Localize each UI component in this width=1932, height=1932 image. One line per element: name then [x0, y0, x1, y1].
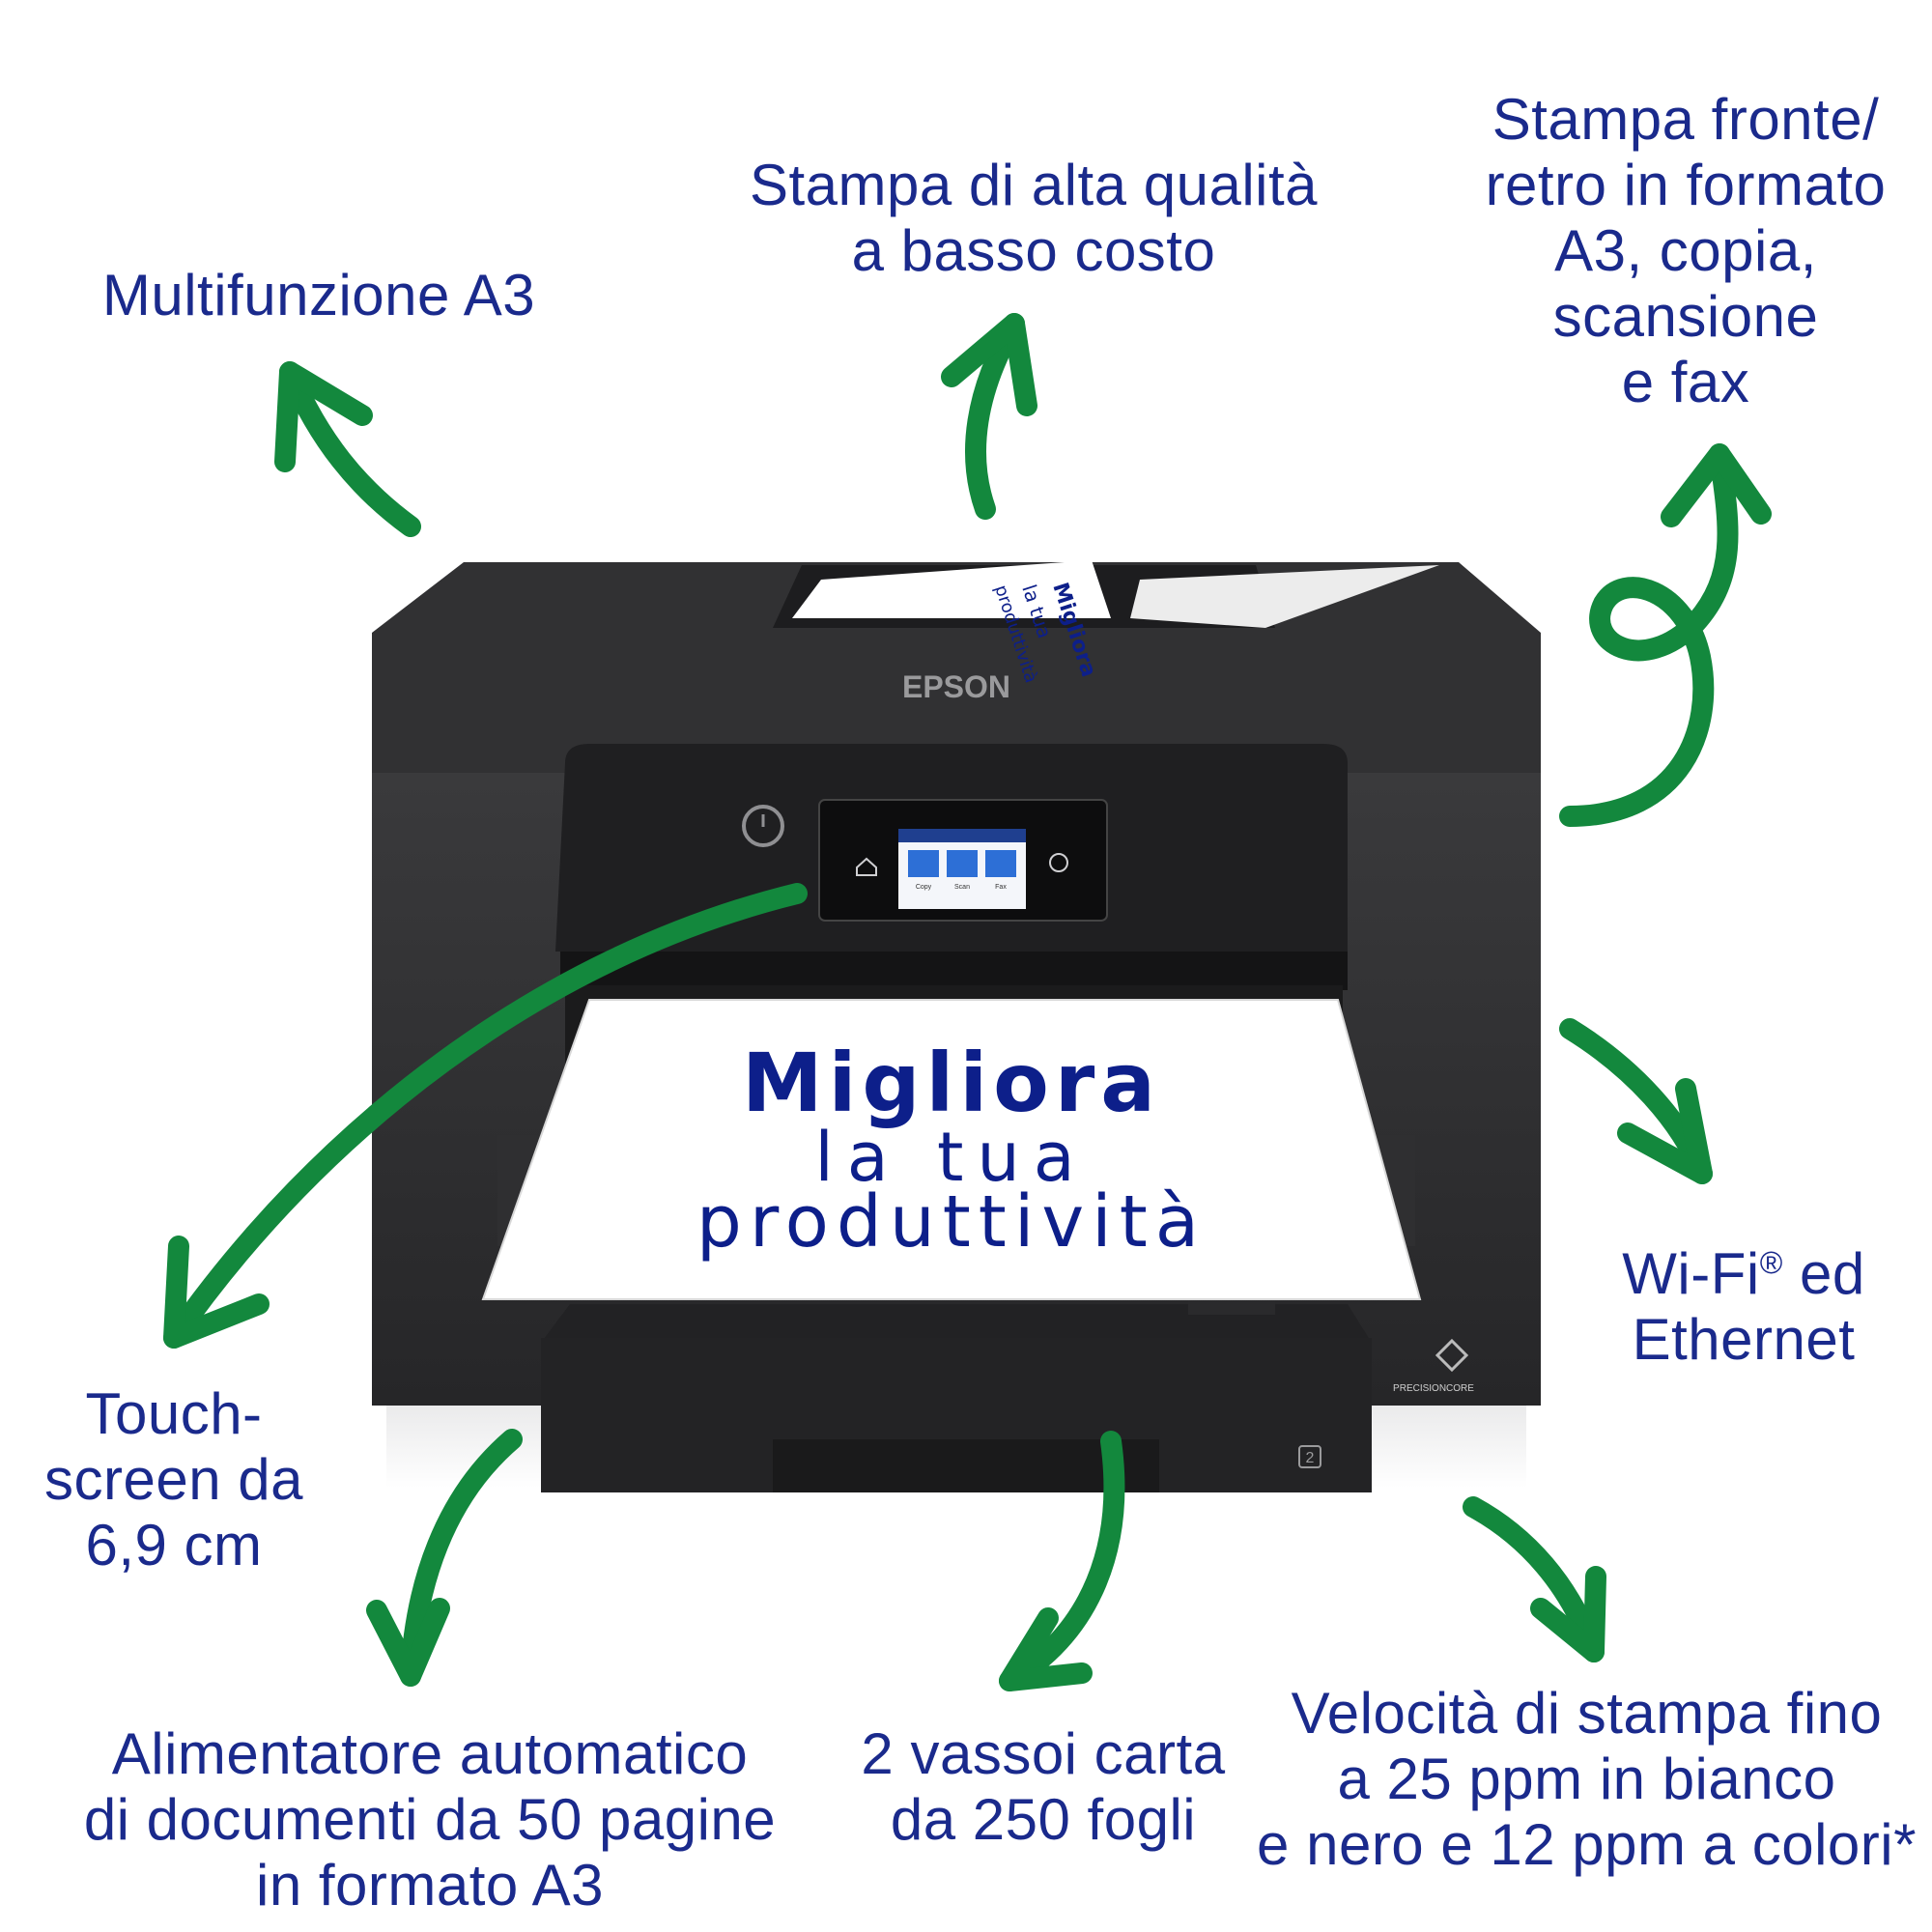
callout-fronte-retro-line-2: retro in formato [1485, 153, 1887, 217]
callout-touchscreen-line-2: screen da [44, 1447, 303, 1512]
sheet-headline-3: produttività [696, 1180, 1207, 1264]
callout-wifi: Wi-Fi® ed Ethernet [1555, 1230, 1932, 1373]
wifi-ed-text: ed [1782, 1241, 1865, 1306]
arrows [163, 313, 1772, 1691]
callout-wifi-line-2: Ethernet [1632, 1307, 1856, 1372]
callout-vassoi: 2 vassoi carta da 250 fogli [840, 1721, 1246, 1853]
precisioncore-label: PRECISIONCORE [1393, 1383, 1474, 1394]
tray-number-badge [1298, 1445, 1321, 1468]
arrowhead-multifunzione [274, 361, 373, 472]
arrowhead-velocita [1530, 1566, 1606, 1662]
callout-fronte-retro-line-1: Stampa fronte/ [1492, 87, 1880, 152]
screen-label-fax: Fax [995, 884, 1007, 891]
tray-number: 2 [1306, 1450, 1315, 1466]
arrowhead-alimentatore [366, 1598, 450, 1687]
power-button[interactable] [742, 805, 784, 847]
wifi-text: Wi-Fi [1622, 1241, 1760, 1306]
callout-vassoi-line-2: da 250 fogli [890, 1787, 1197, 1852]
help-icon[interactable] [1049, 853, 1068, 872]
callout-fronte-retro-line-4: scansione [1552, 284, 1819, 349]
callout-touchscreen: Touch- screen da 6,9 cm [29, 1381, 319, 1578]
callout-velocita-line-3: e nero e 12 ppm a colori* [1257, 1812, 1917, 1877]
arrow-touchscreen [163, 883, 808, 1349]
wifi-registered-mark: ® [1759, 1245, 1783, 1280]
callout-vassoi-line-1: 2 vassoi carta [861, 1721, 1226, 1786]
arrow-fronte-retro [1559, 443, 1739, 827]
printed-sheet [481, 999, 1422, 1300]
callout-touchscreen-line-3: 6,9 cm [85, 1513, 263, 1577]
arrowhead-wifi [1617, 1078, 1713, 1184]
callout-qualita: Stampa di alta qualità a basso costo [696, 153, 1372, 284]
arrowhead-vassoi [999, 1607, 1093, 1691]
callout-qualita-line-1: Stampa di alta qualità [749, 153, 1319, 217]
tray-handle[interactable] [773, 1439, 1159, 1492]
callout-velocita: Velocità di stampa fino a 25 ppm in bian… [1246, 1681, 1927, 1878]
screen-scan-tile[interactable] [947, 850, 978, 877]
callout-qualita-line-2: a basso costo [851, 218, 1216, 283]
sheet-headline-1: Migliora [742, 1036, 1161, 1130]
sheet-headline-2: la tua [814, 1118, 1088, 1197]
callout-fronte-retro-line-3: A3, copia, [1554, 218, 1817, 283]
adf-paper [792, 560, 1111, 618]
arrowhead-fronte-retro [1661, 443, 1772, 527]
callout-velocita-line-1: Velocità di stampa fino [1291, 1681, 1883, 1746]
callout-touchscreen-line-1: Touch- [85, 1381, 263, 1446]
callout-alimentatore-line-1: Alimentatore automatico [111, 1721, 749, 1786]
output-tray-lip [541, 1304, 1372, 1343]
callout-multifunzione: Multifunzione A3 [68, 263, 570, 328]
tray-indicator [1188, 1301, 1275, 1315]
screen-label-copy: Copy [916, 884, 932, 891]
screen-copy-tile[interactable] [908, 850, 939, 877]
callout-velocita-line-2: a 25 ppm in bianco [1337, 1747, 1836, 1811]
arrow-vassoi [999, 1431, 1125, 1691]
adf-output-paper [1130, 565, 1439, 628]
callout-alimentatore-line-3: in formato A3 [255, 1853, 605, 1918]
callout-fronte-retro-line-5: e fax [1621, 350, 1750, 414]
brand-logo: EPSON [902, 669, 1010, 704]
screen-fax-tile[interactable] [985, 850, 1016, 877]
output-slot [560, 952, 1348, 990]
arrow-alimentatore [400, 1429, 523, 1687]
arrowhead-qualita [941, 313, 1037, 416]
arrow-multifunzione [279, 361, 421, 537]
callout-wifi-line-1: Wi-Fi® ed [1555, 1230, 1932, 1307]
callout-fronte-retro: Stampa fronte/ retro in formato A3, copi… [1449, 87, 1922, 415]
precisioncore-icon [1435, 1338, 1469, 1373]
home-icon[interactable] [856, 857, 877, 876]
screen-status-bar [898, 829, 1026, 842]
arrowhead-touchscreen [163, 1236, 270, 1349]
screen-label-scan: Scan [954, 884, 970, 891]
callout-multifunzione-line-1: Multifunzione A3 [101, 263, 536, 327]
printer: Migliora la tua produttività EPSON Copy … [372, 560, 1541, 1492]
callout-alimentatore: Alimentatore automatico di documenti da … [29, 1721, 831, 1918]
callout-alimentatore-line-2: di documenti da 50 pagine [83, 1787, 777, 1852]
